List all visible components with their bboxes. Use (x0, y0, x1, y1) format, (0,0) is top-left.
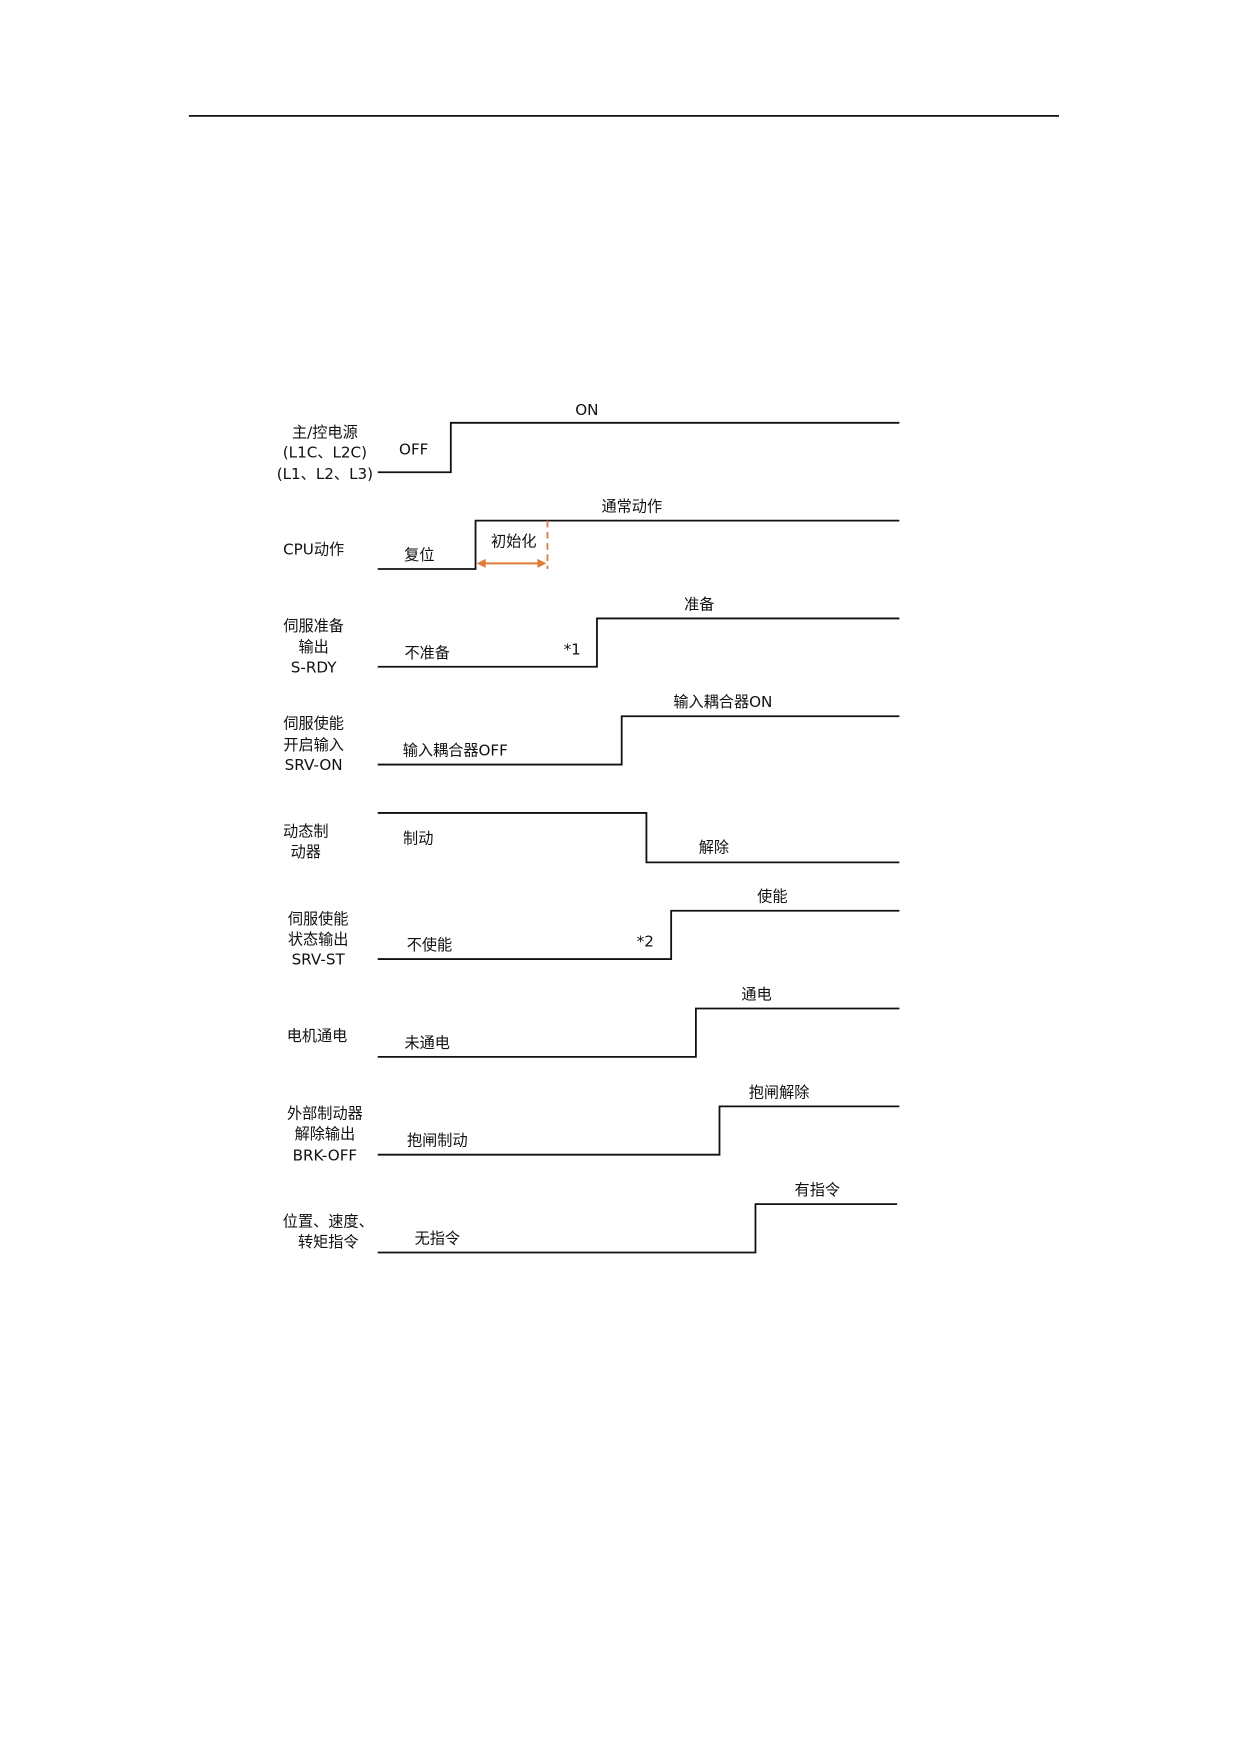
signal-name-label: 伺服使能 (283, 715, 344, 733)
signal-name-label: 开启输入 (283, 736, 344, 754)
signal-waveform (377, 715, 900, 766)
state-label-high: 通电 (741, 986, 771, 1004)
state-label-low: 解除 (699, 838, 729, 856)
signal-name-label: 主/控电源 (292, 423, 358, 441)
signal-name-label: 动器 (291, 843, 321, 861)
signal-name-label: SRV-ST (292, 951, 346, 969)
arrowhead-right-icon (537, 558, 547, 568)
signal-name-label: S-RDY (291, 658, 337, 676)
signal-waveform (377, 617, 900, 668)
state-label-high: 制动 (403, 829, 433, 847)
signal-name-label: BRK-OFF (293, 1146, 358, 1164)
state-label-low: 不准备 (404, 644, 449, 662)
state-label-high: ON (575, 401, 598, 419)
signal-row-motor: 电机通电 未通电 通电 (287, 986, 900, 1058)
state-label-low: 输入耦合器OFF (403, 742, 508, 760)
signal-waveform (377, 1007, 900, 1058)
footnote-marker: *1 (564, 640, 581, 658)
signal-waveform (377, 1203, 898, 1254)
signal-name-label: 转矩指令 (298, 1233, 359, 1251)
signal-name-label: 解除输出 (295, 1125, 356, 1143)
signal-name-label: 外部制动器 (287, 1105, 363, 1123)
state-label-high: 使能 (757, 888, 787, 906)
state-label-low: 无指令 (415, 1229, 460, 1247)
signal-name-label: CPU动作 (283, 540, 344, 558)
arrowhead-left-icon (476, 558, 486, 568)
state-label-low: OFF (399, 440, 428, 458)
signal-name-label: 伺服使能 (288, 910, 349, 928)
signal-row-power: 主/控电源 (L1C、L2C) (L1、L2、L3) OFF ON (277, 401, 900, 483)
state-label-high: 抱闸解除 (749, 1083, 810, 1101)
signal-name-label: SRV-ON (285, 756, 343, 774)
signal-waveform (377, 519, 900, 570)
state-label-high: 准备 (684, 595, 714, 613)
footnote-marker: *2 (637, 933, 654, 951)
signal-name-label: 动态制 (283, 823, 328, 841)
signal-waveform (377, 812, 900, 864)
init-phase-label: 初始化 (491, 532, 536, 550)
signal-waveform (377, 421, 900, 474)
signal-name-label: (L1、L2、L3) (277, 465, 373, 483)
state-label-low: 复位 (404, 546, 434, 564)
signal-row-command: 位置、速度、转矩指令 无指令 有指令 (283, 1181, 898, 1254)
signal-waveform (377, 1105, 900, 1156)
state-label-low: 抱闸制动 (407, 1132, 468, 1150)
signal-name-label: (L1C、L2C) (283, 444, 367, 462)
state-label-low: 未通电 (404, 1034, 449, 1052)
signal-name-label: 状态输出 (288, 930, 349, 948)
state-label-high: 有指令 (795, 1181, 840, 1199)
state-label-low: 不使能 (407, 936, 452, 954)
signal-name-label: 电机通电 (287, 1027, 348, 1045)
signal-name-label: 伺服准备 (283, 617, 344, 635)
signal-name-label: 位置、速度、 (283, 1213, 374, 1231)
state-label-high: 通常动作 (601, 498, 662, 516)
signal-name-label: 输出 (298, 638, 328, 656)
signal-waveform (377, 909, 900, 960)
state-label-high: 输入耦合器ON (673, 693, 772, 711)
